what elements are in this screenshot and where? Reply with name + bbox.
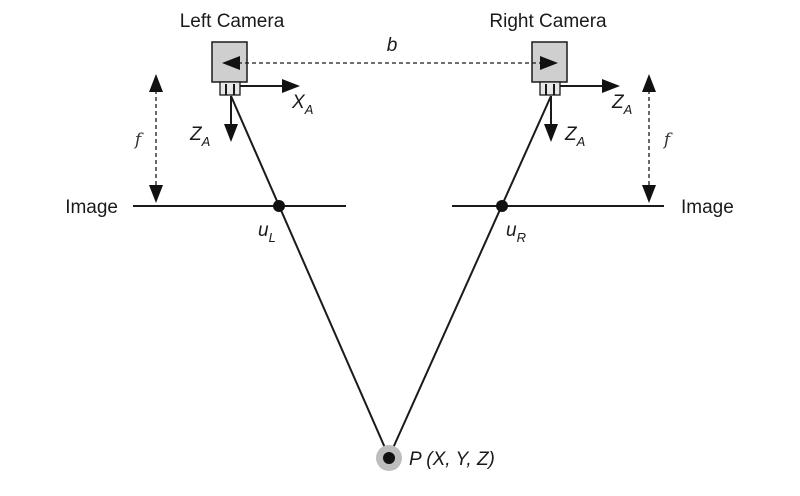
left-z-axis-label-main: Z: [189, 124, 203, 145]
left-focal-label: f: [133, 130, 144, 150]
right-z-axis-label-sub: A: [576, 134, 586, 149]
left-focal-length-arrow: [149, 74, 163, 203]
left-camera-icon: [211, 41, 248, 96]
left-image-point-label-main: u: [258, 220, 269, 241]
right-focal-bottom-arrowhead: [642, 185, 656, 203]
baseline-left-arrowhead: [222, 56, 240, 70]
left-x-axis-arrow: [240, 79, 300, 93]
right-projection-ray: [388, 95, 552, 458]
baseline-label: b: [387, 35, 398, 56]
right-z-axis-label-main: Z: [564, 124, 578, 145]
right-image-point-label: uR: [506, 220, 526, 245]
left-x-axis-label-sub: A: [304, 102, 314, 117]
left-image-point-label-sub: L: [269, 230, 276, 245]
right-z-axis-label: ZA: [564, 124, 585, 149]
right-z-axis-arrowhead: [544, 124, 558, 142]
right-x-axis-arrow: [560, 79, 620, 93]
right-focal-top-arrowhead: [642, 74, 656, 92]
right-image-point: [496, 200, 508, 212]
right-top-axis-label-main: Z: [611, 92, 625, 113]
baseline-arrow: [222, 56, 558, 70]
left-z-axis-arrow: [224, 96, 238, 142]
right-image-point-label-sub: R: [517, 230, 526, 245]
left-z-axis-label: ZA: [189, 124, 210, 149]
left-z-axis-arrowhead: [224, 124, 238, 142]
right-image-plane-label: Image: [681, 197, 734, 218]
left-z-axis-label-sub: A: [201, 134, 211, 149]
right-x-axis-arrowhead: [602, 79, 620, 93]
right-z-axis-arrow: [544, 96, 558, 142]
right-top-axis-label: ZA: [611, 92, 632, 117]
left-focal-top-arrowhead: [149, 74, 163, 92]
left-image-plane-label: Image: [65, 197, 118, 218]
baseline-right-arrowhead: [540, 56, 558, 70]
right-image-point-label-main: u: [506, 220, 517, 241]
world-point-label: P (X, Y, Z): [409, 449, 495, 470]
left-camera-label: Left Camera: [180, 11, 285, 32]
right-camera-lens: [539, 81, 561, 96]
left-x-axis-arrowhead: [282, 79, 300, 93]
left-projection-ray: [230, 95, 390, 458]
right-focal-label: f: [662, 130, 673, 150]
left-focal-bottom-arrowhead: [149, 185, 163, 203]
left-camera-lens: [219, 81, 241, 96]
right-top-axis-label-sub: A: [623, 102, 633, 117]
world-point: [383, 452, 395, 464]
left-x-axis-label: XA: [291, 92, 313, 117]
right-camera-icon: [531, 41, 568, 96]
right-focal-length-arrow: [642, 74, 656, 203]
left-image-point-label: uL: [258, 220, 276, 245]
left-x-axis-label-main: X: [291, 92, 306, 113]
left-image-point: [273, 200, 285, 212]
right-camera-label: Right Camera: [489, 11, 607, 32]
